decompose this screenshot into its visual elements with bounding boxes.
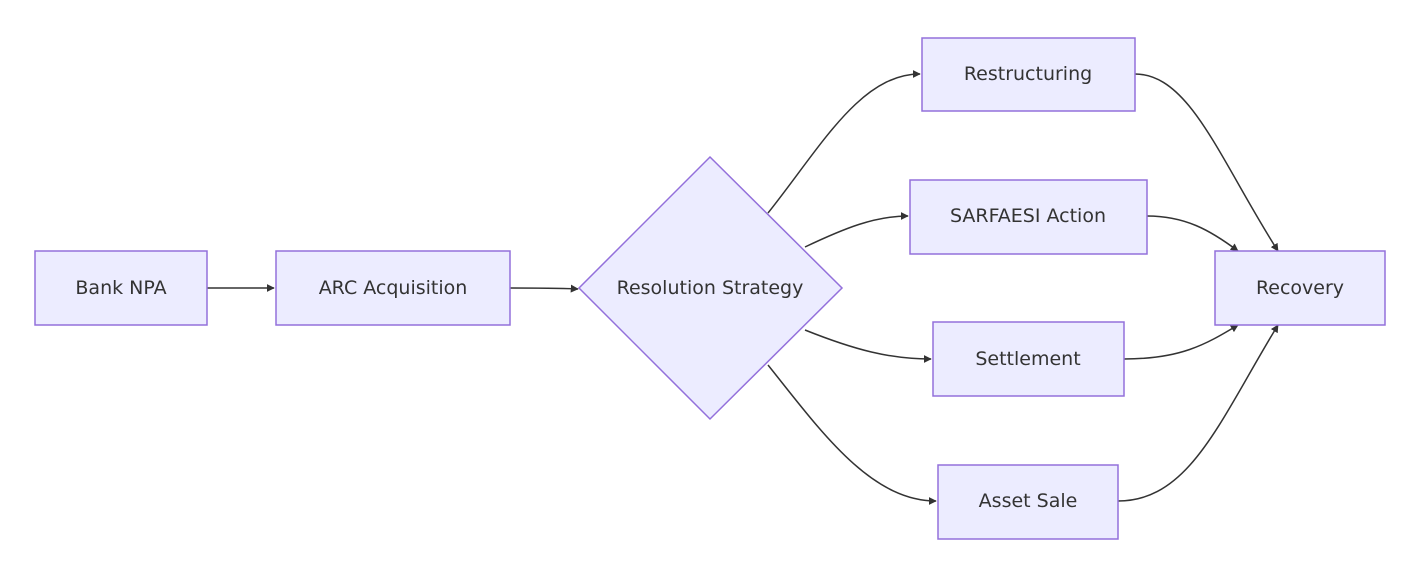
edge-resolution-strategy-to-settlement (804, 329, 932, 363)
node-asset-sale-label: Asset Sale (979, 490, 1078, 512)
node-recovery: Recovery (1214, 250, 1386, 326)
edge-restructuring-to-recovery (1134, 73, 1279, 252)
edge-resolution-strategy-to-asset-sale (767, 364, 937, 505)
node-restructuring-label: Restructuring (964, 63, 1092, 85)
edge-arc-acquisition-to-resolution-strategy (509, 284, 579, 293)
node-asset-sale: Asset Sale (937, 464, 1119, 540)
node-restructuring: Restructuring (921, 37, 1136, 112)
node-arc-acquisition-label: ARC Acquisition (319, 277, 468, 299)
node-bank-npa: Bank NPA (34, 250, 208, 326)
node-settlement: Settlement (932, 321, 1125, 397)
node-settlement-label: Settlement (975, 348, 1080, 370)
edge-resolution-strategy-to-sarfaesi-action (804, 212, 909, 248)
node-sarfaesi-action: SARFAESI Action (909, 179, 1148, 255)
edge-resolution-strategy-to-restructuring (767, 70, 921, 214)
node-bank-npa-label: Bank NPA (75, 277, 166, 299)
node-sarfaesi-action-label: SARFAESI Action (950, 205, 1106, 227)
node-resolution-strategy-label: Resolution Strategy (617, 277, 804, 299)
edge-settlement-to-recovery (1123, 324, 1239, 360)
node-recovery-label: Recovery (1256, 277, 1344, 299)
edge-sarfaesi-action-to-recovery (1146, 215, 1239, 252)
node-arc-acquisition: ARC Acquisition (275, 250, 511, 326)
edges (207, 70, 1279, 505)
node-resolution-strategy: Resolution Strategy (577, 155, 844, 421)
edge-asset-sale-to-recovery (1117, 324, 1279, 502)
